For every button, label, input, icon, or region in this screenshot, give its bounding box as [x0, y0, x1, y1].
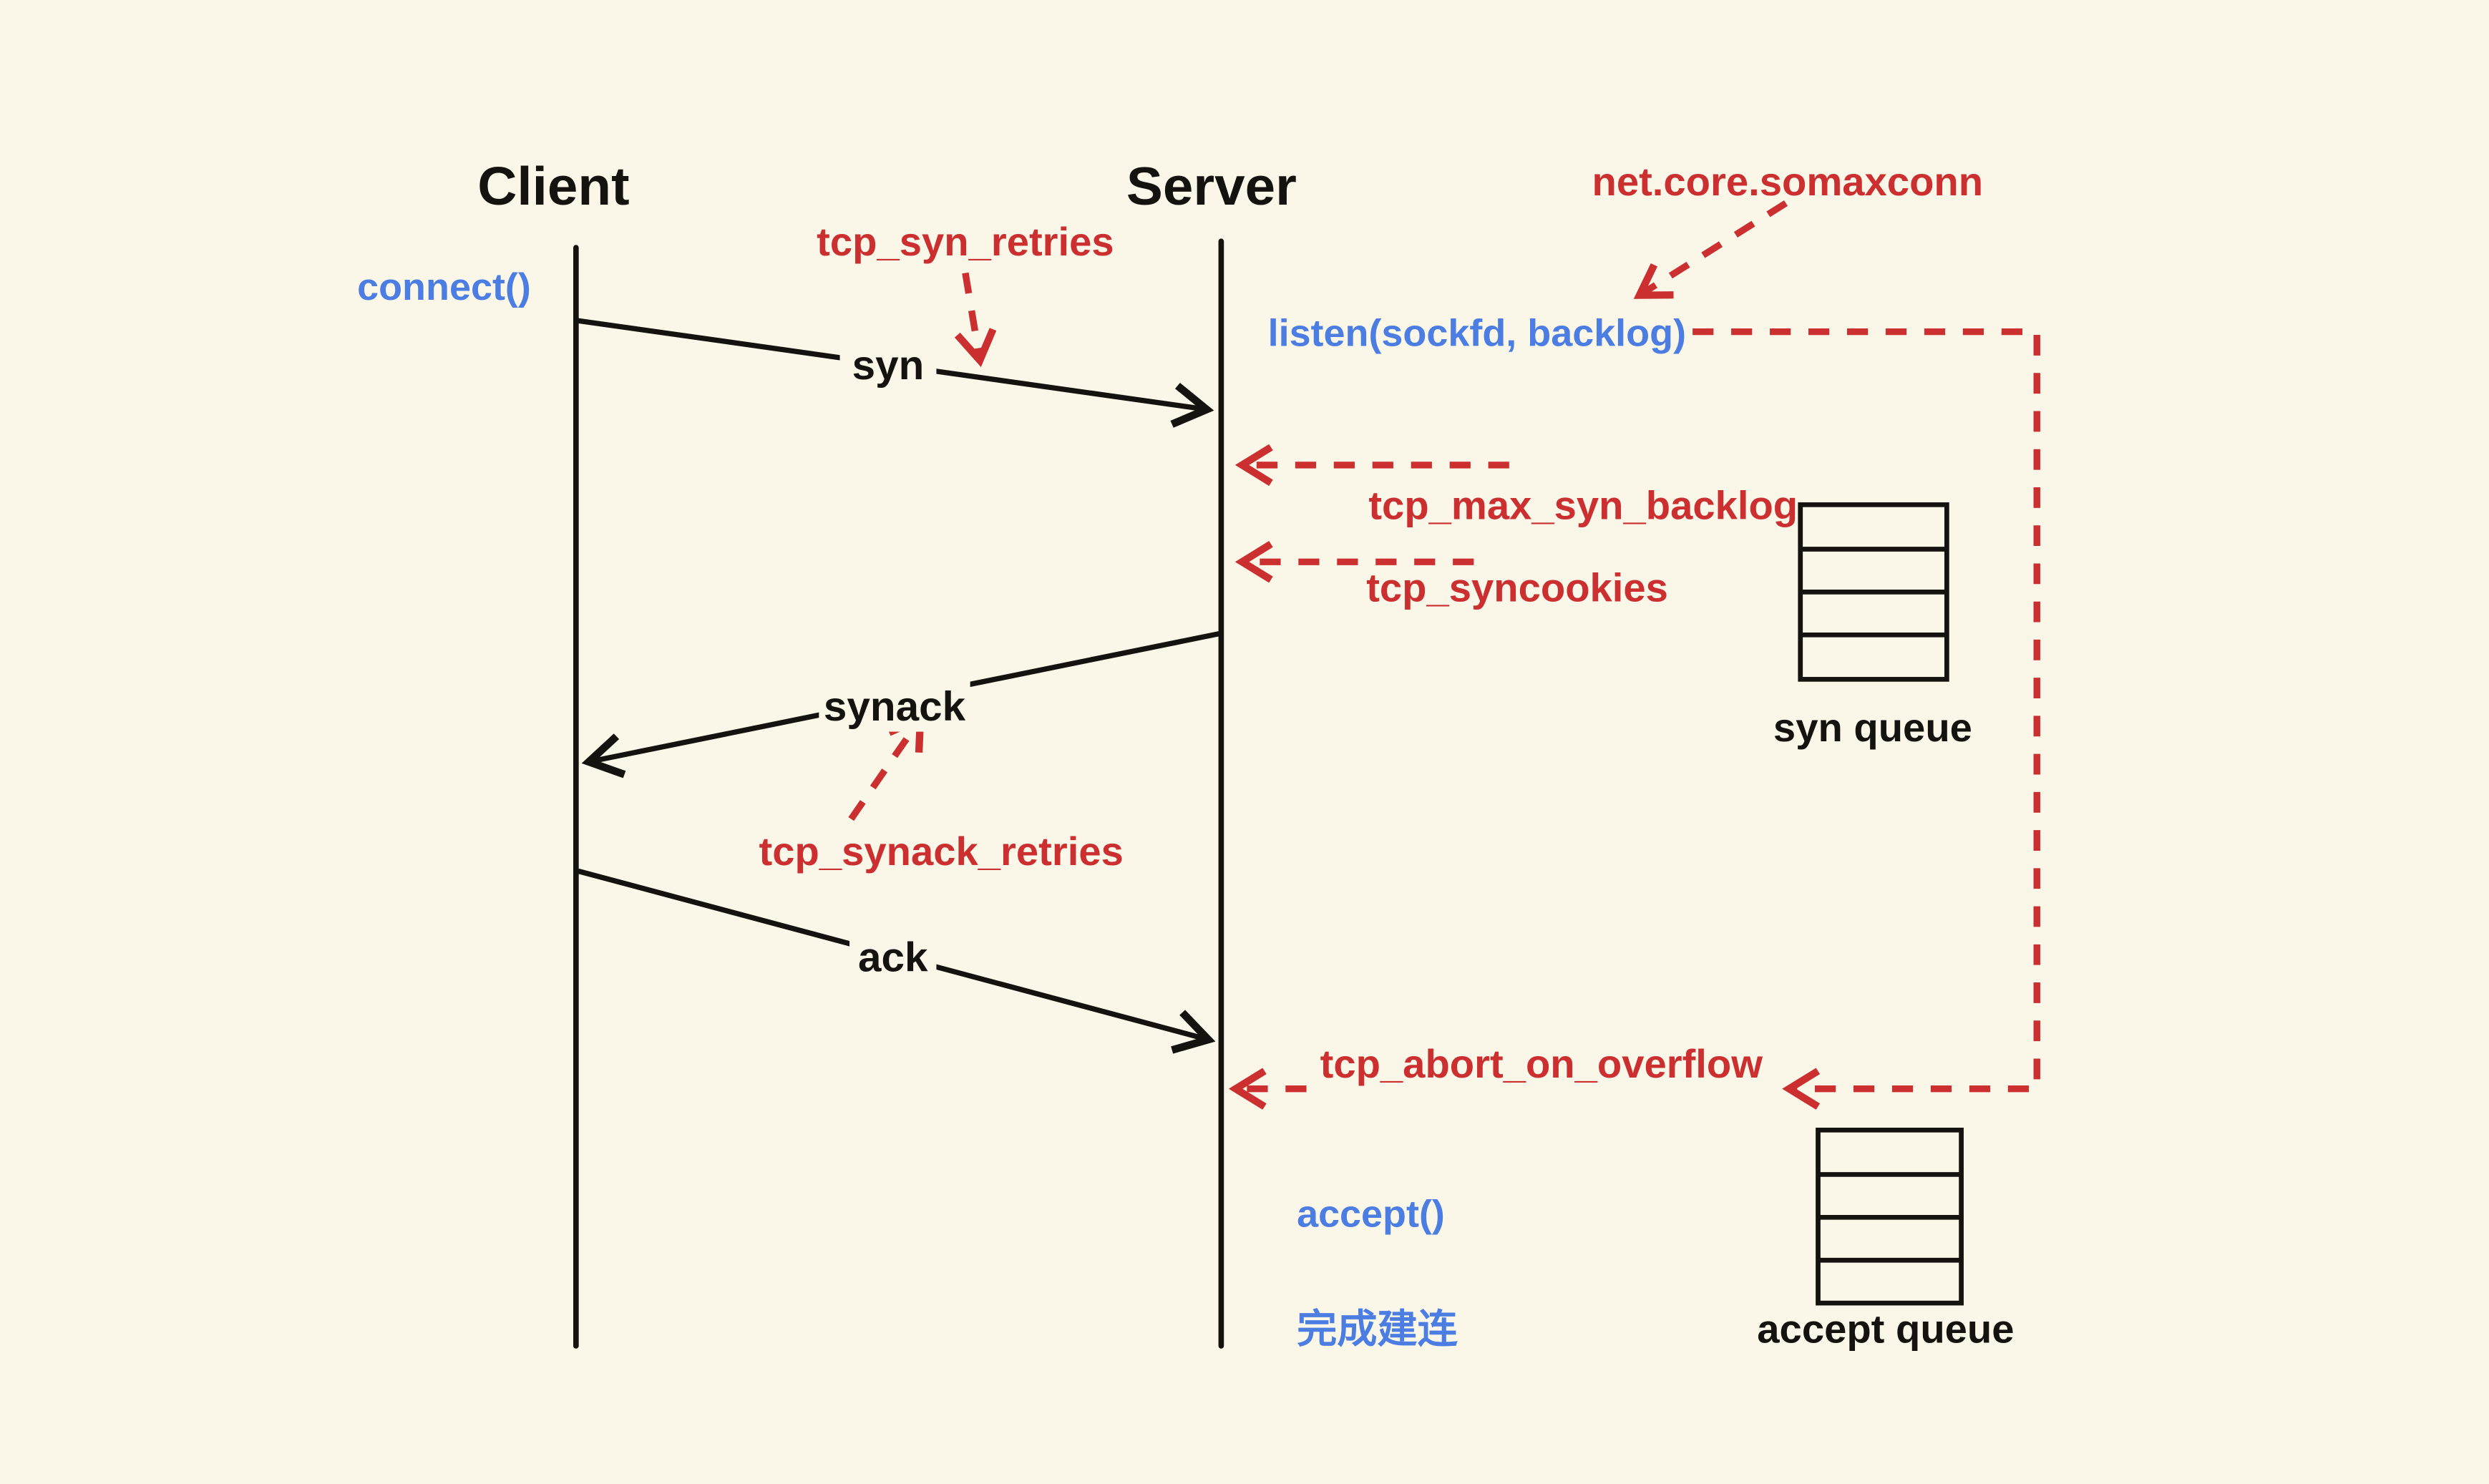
syn-queue-label: syn queue — [1773, 705, 1972, 750]
accept-label: accept() — [1297, 1193, 1445, 1236]
listen-label: listen(sockfd, backlog) — [1268, 312, 1686, 355]
server-title: Server — [1126, 157, 1297, 217]
tcp-syn-retries-arrow — [965, 272, 980, 361]
backlog-to-overflow-path — [1692, 328, 2040, 1089]
tcp-synack-retries-label: tcp_synack_retries — [759, 829, 1124, 874]
syn-queue-rows — [1800, 547, 1947, 638]
syn-label: syn — [852, 342, 925, 389]
tcp-synack-retries-arrow — [848, 719, 920, 821]
tcp-abort-on-overflow-label: tcp_abort_on_overflow — [1320, 1041, 1763, 1086]
tcp-max-syn-backlog-label: tcp_max_syn_backlog — [1368, 483, 1798, 528]
somaxconn-label: net.core.somaxconn — [1592, 159, 1983, 204]
syn-queue-box — [1798, 502, 1949, 682]
connect-label: connect() — [357, 266, 531, 309]
established-label: 完成建连 — [1297, 1307, 1458, 1352]
syn-label-gap — [839, 339, 937, 389]
accept-queue-rows — [1818, 1172, 1962, 1263]
client-title: Client — [477, 157, 629, 217]
tcp-syncookies-label: tcp_syncookies — [1366, 565, 1668, 610]
ack-label: ack — [858, 934, 928, 981]
somaxconn-arrow — [1640, 200, 1788, 296]
accept-queue-label: accept queue — [1757, 1307, 2014, 1352]
tcp-syn-retries-label: tcp_syn_retries — [817, 219, 1114, 264]
accept-queue-box — [1816, 1128, 1964, 1306]
synack-label: synack — [824, 683, 966, 730]
synack-label-gap — [819, 679, 970, 732]
ack-label-gap — [849, 929, 937, 983]
